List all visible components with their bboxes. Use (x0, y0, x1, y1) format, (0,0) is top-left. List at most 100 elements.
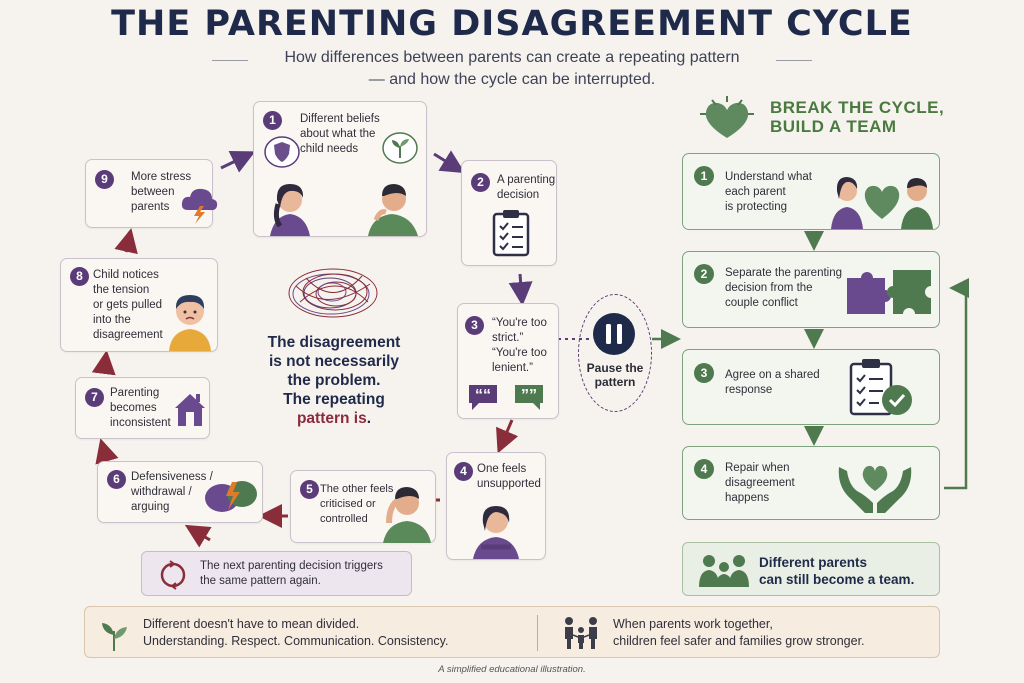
clipboard-check-icon (849, 359, 912, 416)
step-text: The other feels criticised or controlled (320, 483, 394, 525)
step-text: A parenting decision (497, 174, 556, 201)
footer-caption: A simplified educational illustration. (438, 664, 586, 675)
step-number: 4 (454, 462, 473, 481)
family-holding-hands-icon (565, 617, 597, 649)
storm-cloud-icon (181, 188, 218, 224)
clipboard-checklist-icon (492, 210, 530, 257)
step-number: 4 (694, 459, 714, 479)
footer-box: Different doesn't have to mean divided. … (84, 606, 940, 658)
step-text: Different beliefs about what the child n… (300, 113, 380, 155)
center-highlight: pattern is (296, 410, 367, 427)
break-step-2: 2 Separate the parenting decision from t… (682, 251, 940, 328)
break-step-1: 1 Understand what each parent is protect… (682, 153, 940, 230)
step-number: 3 (465, 316, 484, 335)
subtitle-line-2: — and how the cycle can be interrupted. (368, 71, 656, 88)
break-heading-line-2: BUILD A TEAM (770, 117, 897, 136)
family-group-icon (699, 555, 749, 587)
center-line-4: The repeating (283, 391, 385, 408)
center-line-1: The disagreement (267, 334, 401, 351)
puzzle-pieces-icon (847, 270, 931, 314)
stressed-father-illustration (383, 487, 431, 543)
sprout-thought-icon (382, 132, 418, 164)
broken-house-icon (175, 394, 205, 426)
page-title: THE PARENTING DISAGREEMENT CYCLE (111, 4, 913, 44)
hands-holding-heart-icon (838, 465, 912, 513)
break-step-3: 3 Agree on a shared response (682, 349, 940, 425)
heart-sparkle-icon (700, 96, 754, 138)
step-text: Understand what each parent is protectin… (725, 171, 812, 213)
cycle-step-8: 8 Child notices the tension or gets pull… (60, 258, 218, 352)
break-loop-arrow (944, 278, 969, 490)
worried-child-illustration (169, 295, 211, 351)
arrow-2-to-3 (508, 273, 533, 306)
cycle-step-1: 1 Different beliefs about what the child… (253, 101, 427, 237)
break-step-4: 4 Repair when disagreement happens (682, 446, 940, 520)
subtitle-divider-left (212, 60, 248, 61)
arrow-6-to-7 (95, 438, 119, 465)
step-text: Defensiveness / withdrawal / arguing (131, 471, 213, 513)
step-text: Agree on a shared response (725, 369, 820, 396)
center-period: . (366, 410, 372, 427)
center-line-3: the problem. (287, 372, 381, 389)
pause-icon[interactable] (592, 312, 636, 356)
footer-right-text: When parents work together, children fee… (613, 617, 865, 648)
quote-mark-right: ”” (521, 387, 537, 404)
cycle-step-6: 6 Defensiveness / withdrawal / arguing (97, 461, 263, 523)
step-number: 8 (70, 267, 89, 286)
subtitle-line-1: How differences between parents can crea… (284, 49, 740, 66)
cycle-step-4: 4 One feels unsupported (446, 452, 546, 560)
shield-thought-icon (264, 136, 300, 168)
step-text: “You're too strict.” “You're too lenient… (492, 317, 547, 374)
step-text: Parenting becomes inconsistent (110, 387, 171, 429)
arrow-1-to-2 (433, 150, 466, 174)
arrow-3-to-4 (496, 419, 519, 454)
step-number: 1 (263, 111, 282, 130)
repeat-note-text: The next parenting decision triggers the… (200, 560, 383, 587)
couple-heart-illustration (831, 177, 933, 229)
pause-label: Pause the pattern (586, 361, 644, 389)
arrow-6-bottom (184, 524, 212, 548)
center-message: The disagreement is not necessarily the … (250, 333, 418, 428)
cycle-arrows-icon (160, 560, 186, 590)
repeat-note-box: The next parenting decision triggers the… (141, 551, 412, 596)
step-number: 3 (694, 363, 714, 383)
cycle-step-9: 9 More stress between parents (85, 159, 218, 228)
thinking-father-illustration (368, 184, 418, 236)
tangled-scribble-icon (288, 268, 378, 318)
break-heading-line-1: BREAK THE CYCLE, (770, 98, 945, 117)
footer-divider (537, 615, 538, 651)
step-text: One feels unsupported (477, 463, 541, 490)
thinking-mother-illustration (270, 184, 310, 236)
purple-speech-bubble-icon (469, 385, 497, 410)
step-text: Child notices the tension or gets pulled… (93, 269, 163, 341)
cycle-step-3: 3 “You're too strict.” “You're too lenie… (457, 303, 559, 419)
sprout-icon (102, 623, 127, 651)
step-number: 2 (694, 264, 714, 284)
cycle-step-2: 2 A parenting decision (461, 160, 557, 266)
step-number: 5 (300, 480, 319, 499)
footer-left-text: Different doesn't have to mean divided. … (143, 617, 449, 648)
step-number: 7 (85, 388, 104, 407)
pause-pattern-oval[interactable] (578, 294, 652, 412)
quote-mark-left: ““ (475, 387, 491, 404)
step-text: Repair when disagreement happens (725, 462, 795, 504)
step-number: 2 (471, 173, 490, 192)
cycle-step-7: 7 Parenting becomes inconsistent (75, 377, 210, 439)
arrow-9-to-1 (220, 151, 256, 173)
break-heading: BREAK THE CYCLE, BUILD A TEAM (770, 98, 944, 136)
argument-bubbles-lightning-icon (205, 481, 257, 512)
green-speech-bubble-icon (515, 385, 543, 410)
team-note-box: Different parents can still become a tea… (682, 542, 940, 596)
step-text: Separate the parenting decision from the… (725, 267, 843, 309)
step-number: 6 (107, 470, 126, 489)
step-number: 1 (694, 166, 714, 186)
subtitle-divider-right (776, 60, 812, 61)
arrow-7-to-8 (91, 350, 116, 376)
team-note-text: Different parents can still become a tea… (759, 555, 915, 587)
sad-mother-illustration (473, 506, 519, 559)
arrow-8-to-9 (114, 228, 138, 255)
step-text: More stress between parents (131, 171, 192, 213)
cycle-step-5: 5 The other feels criticised or controll… (290, 470, 436, 543)
step-number: 9 (95, 170, 114, 189)
center-line-2: is not necessarily (268, 353, 400, 370)
